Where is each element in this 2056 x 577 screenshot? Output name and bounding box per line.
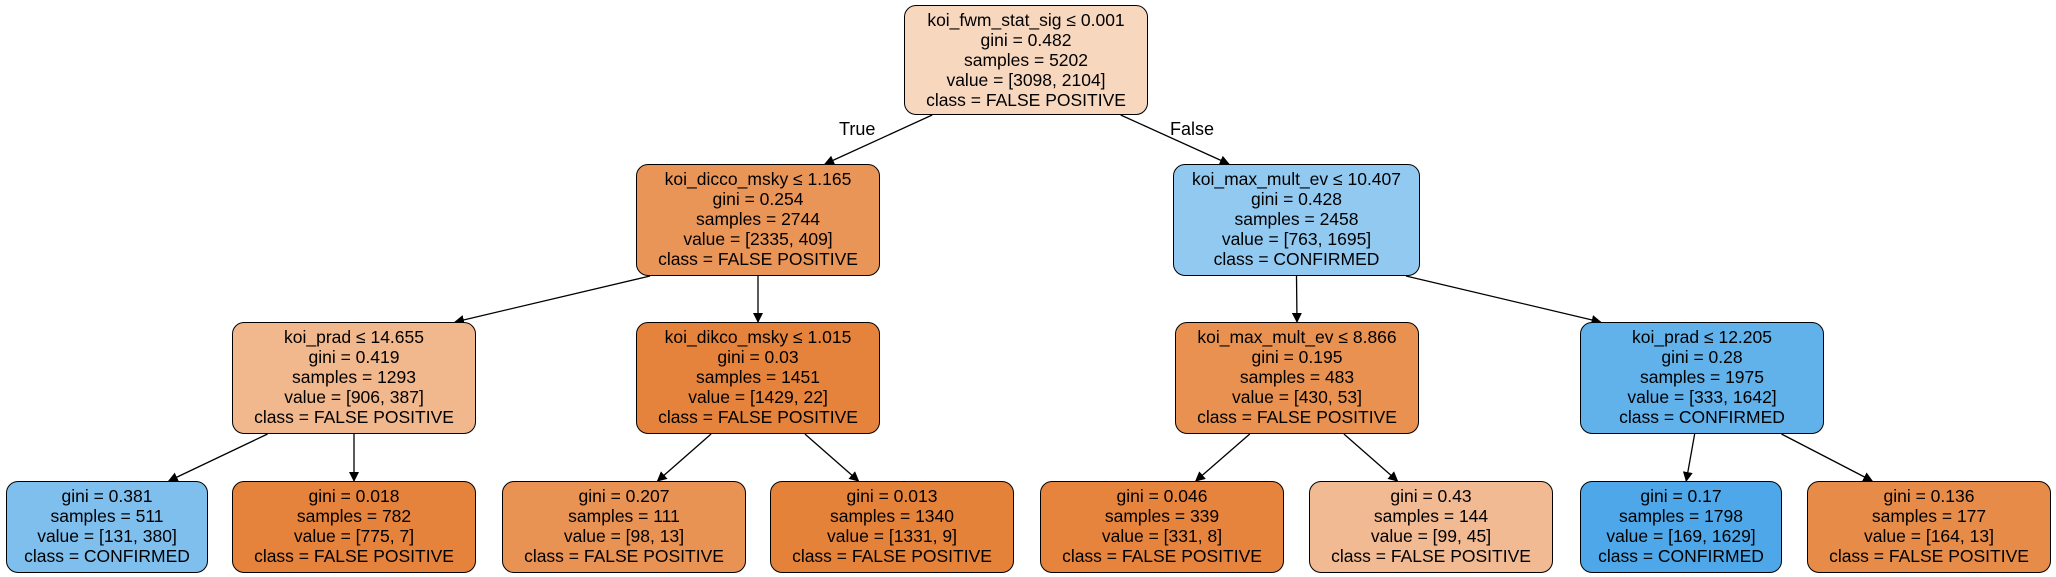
node-gini: gini = 0.013 — [846, 486, 938, 506]
node-samples: samples = 1293 — [291, 367, 417, 387]
node-gini: gini = 0.207 — [578, 486, 670, 506]
node-value: value = [333, 1642] — [1627, 387, 1777, 407]
node-samples: samples = 144 — [1373, 506, 1489, 526]
node-samples: samples = 1798 — [1618, 506, 1744, 526]
node-gini: gini = 0.03 — [717, 347, 799, 367]
node-class: class = FALSE POSITIVE — [254, 407, 454, 427]
node-value: value = [99, 45] — [1370, 526, 1492, 546]
node-samples: samples = 511 — [50, 506, 164, 526]
edge-label-false: False — [1170, 119, 1215, 139]
node-gini: gini = 0.419 — [308, 347, 400, 367]
node-samples: samples = 339 — [1104, 506, 1220, 526]
node-value: value = [430, 53] — [1232, 387, 1362, 407]
node-condition: koi_fwm_stat_sig ≤ 0.001 — [927, 10, 1125, 30]
edge-n1-n2 — [454, 275, 651, 325]
node-value: value = [763, 1695] — [1221, 229, 1372, 249]
node-value: value = [1429, 22] — [688, 387, 828, 407]
node-condition: koi_dikco_msky ≤ 1.015 — [664, 327, 852, 347]
edge-label-true: True — [839, 119, 876, 139]
edge-n12-n14 — [1781, 433, 1874, 482]
node-class: class = CONFIRMED — [1598, 546, 1764, 566]
edge-n0-n8 — [1120, 114, 1230, 165]
node-value: value = [169, 1629] — [1606, 526, 1756, 546]
node-gini: gini = 0.17 — [1640, 486, 1722, 506]
edge-n5-n6 — [656, 433, 712, 482]
node-samples: samples = 177 — [1871, 506, 1987, 526]
node-condition: koi_dicco_msky ≤ 1.165 — [664, 169, 852, 189]
node-samples: samples = 111 — [568, 506, 680, 526]
edge-n12-n13 — [1682, 433, 1696, 482]
node-condition: koi_max_mult_ev ≤ 8.866 — [1197, 327, 1397, 347]
node-class: class = FALSE POSITIVE — [1197, 407, 1397, 427]
node-gini: gini = 0.046 — [1116, 486, 1208, 506]
node-class: class = FALSE POSITIVE — [658, 249, 858, 269]
node-gini: gini = 0.381 — [61, 486, 153, 506]
edge-n0-n1 — [824, 114, 933, 165]
node-samples: samples = 483 — [1239, 367, 1355, 387]
node-value: value = [3098, 2104] — [946, 70, 1106, 90]
node-condition: koi_prad ≤ 12.205 — [1632, 327, 1772, 347]
node-samples: samples = 5202 — [963, 50, 1089, 70]
edge-n9-n10 — [1194, 433, 1251, 482]
node-class: class = FALSE POSITIVE — [658, 407, 858, 427]
node-class: class = FALSE POSITIVE — [254, 546, 454, 566]
node-gini: gini = 0.195 — [1251, 347, 1343, 367]
node-class: class = CONFIRMED — [1619, 407, 1785, 427]
node-class: class = FALSE POSITIVE — [926, 90, 1126, 110]
node-value: value = [775, 7] — [293, 526, 415, 546]
node-class: class = FALSE POSITIVE — [524, 546, 724, 566]
node-samples: samples = 2744 — [695, 209, 821, 229]
node-samples: samples = 1451 — [695, 367, 821, 387]
node-gini: gini = 0.254 — [712, 189, 804, 209]
node-class: class = FALSE POSITIVE — [1062, 546, 1262, 566]
node-condition: koi_max_mult_ev ≤ 10.407 — [1191, 169, 1402, 189]
node-condition: koi_prad ≤ 14.655 — [284, 327, 424, 347]
node-samples: samples = 1340 — [829, 506, 955, 526]
node-gini: gini = 0.43 — [1390, 486, 1472, 506]
node-gini: gini = 0.136 — [1883, 486, 1975, 506]
node-samples: samples = 2458 — [1234, 209, 1359, 229]
node-value: value = [98, 13] — [563, 526, 685, 546]
node-class: class = FALSE POSITIVE — [792, 546, 992, 566]
edge-n8-n9 — [1291, 275, 1302, 323]
edge-n5-n7 — [804, 433, 860, 482]
node-class: class = CONFIRMED — [24, 546, 190, 566]
node-gini: gini = 0.482 — [980, 30, 1072, 50]
edge-n9-n11 — [1343, 433, 1399, 482]
node-gini: gini = 0.428 — [1251, 189, 1342, 209]
node-class: class = FALSE POSITIVE — [1331, 546, 1531, 566]
node-value: value = [331, 8] — [1101, 526, 1223, 546]
node-value: value = [164, 13] — [1864, 526, 1994, 546]
edge-n8-n12 — [1405, 275, 1602, 325]
edge-n2-n3 — [167, 433, 268, 482]
node-samples: samples = 1975 — [1639, 367, 1765, 387]
node-value: value = [131, 380] — [37, 526, 177, 546]
node-gini: gini = 0.28 — [1661, 347, 1743, 367]
node-value: value = [906, 387] — [284, 387, 424, 407]
node-gini: gini = 0.018 — [308, 486, 400, 506]
node-samples: samples = 782 — [296, 506, 412, 526]
node-class: class = FALSE POSITIVE — [1829, 546, 2029, 566]
node-value: value = [1331, 9] — [827, 526, 957, 546]
node-class: class = CONFIRMED — [1213, 249, 1380, 269]
node-value: value = [2335, 409] — [683, 229, 833, 249]
